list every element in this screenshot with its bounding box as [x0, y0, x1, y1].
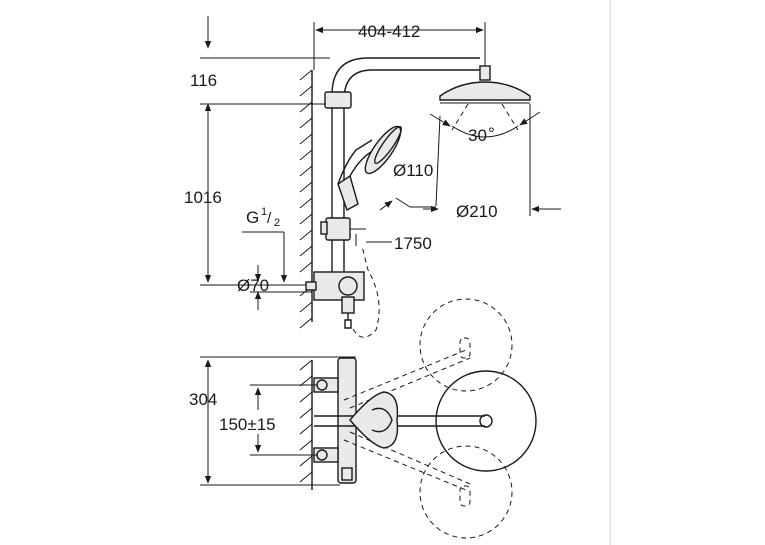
thread-label-num: 1 — [261, 206, 267, 218]
head-shower-top — [435, 370, 537, 472]
head-shower-diameter-label: Ø210 — [456, 202, 498, 221]
top-view: 304 150±15 — [189, 298, 537, 539]
height-dimension — [200, 16, 330, 286]
depth-dimension — [200, 356, 356, 486]
hand-shower-diameter-label: Ø110 — [393, 161, 433, 180]
thread-label-slash: / — [267, 210, 272, 227]
arm-end — [479, 414, 493, 428]
head-shower-swivel-up — [419, 298, 513, 392]
wall-hatch — [299, 69, 313, 329]
hose — [352, 245, 380, 338]
inlet-spacing-label: 150±15 — [219, 415, 276, 434]
top-offset-label: 116 — [190, 71, 217, 90]
thread-annotation — [242, 231, 288, 283]
inlet-spacing-dimension — [250, 384, 318, 456]
height-label: 1016 — [184, 188, 222, 207]
inlet-diameter-label: Ø70 — [237, 276, 269, 295]
width-label: 404-412 — [358, 22, 420, 41]
wall-bracket-top — [324, 91, 352, 109]
head-shower-diameter-dimension — [423, 104, 561, 216]
hand-shower-top — [349, 391, 399, 449]
thread-label-den: 2 — [274, 217, 280, 229]
width-dimension — [313, 22, 486, 70]
slider — [325, 217, 351, 241]
front-view: 116 1016 G 1 / 2 Ø70 404-412 — [184, 16, 561, 338]
inlet-diameter-dimension — [250, 265, 312, 310]
depth-label: 304 — [189, 390, 217, 409]
thread-label-main: G — [246, 208, 259, 227]
wall-hatch-top — [299, 359, 313, 490]
angle-unit: ° — [488, 124, 495, 143]
angle-label: 30 — [468, 126, 487, 145]
riser-pipe-inner — [343, 69, 480, 300]
head-shower — [439, 65, 531, 131]
hose-length-label: 1750 — [394, 234, 432, 253]
thermostat — [305, 271, 365, 329]
hand-shower — [337, 125, 402, 212]
hand-shower-diameter-dimension — [379, 115, 441, 211]
head-shower-swivel-down — [419, 445, 513, 539]
